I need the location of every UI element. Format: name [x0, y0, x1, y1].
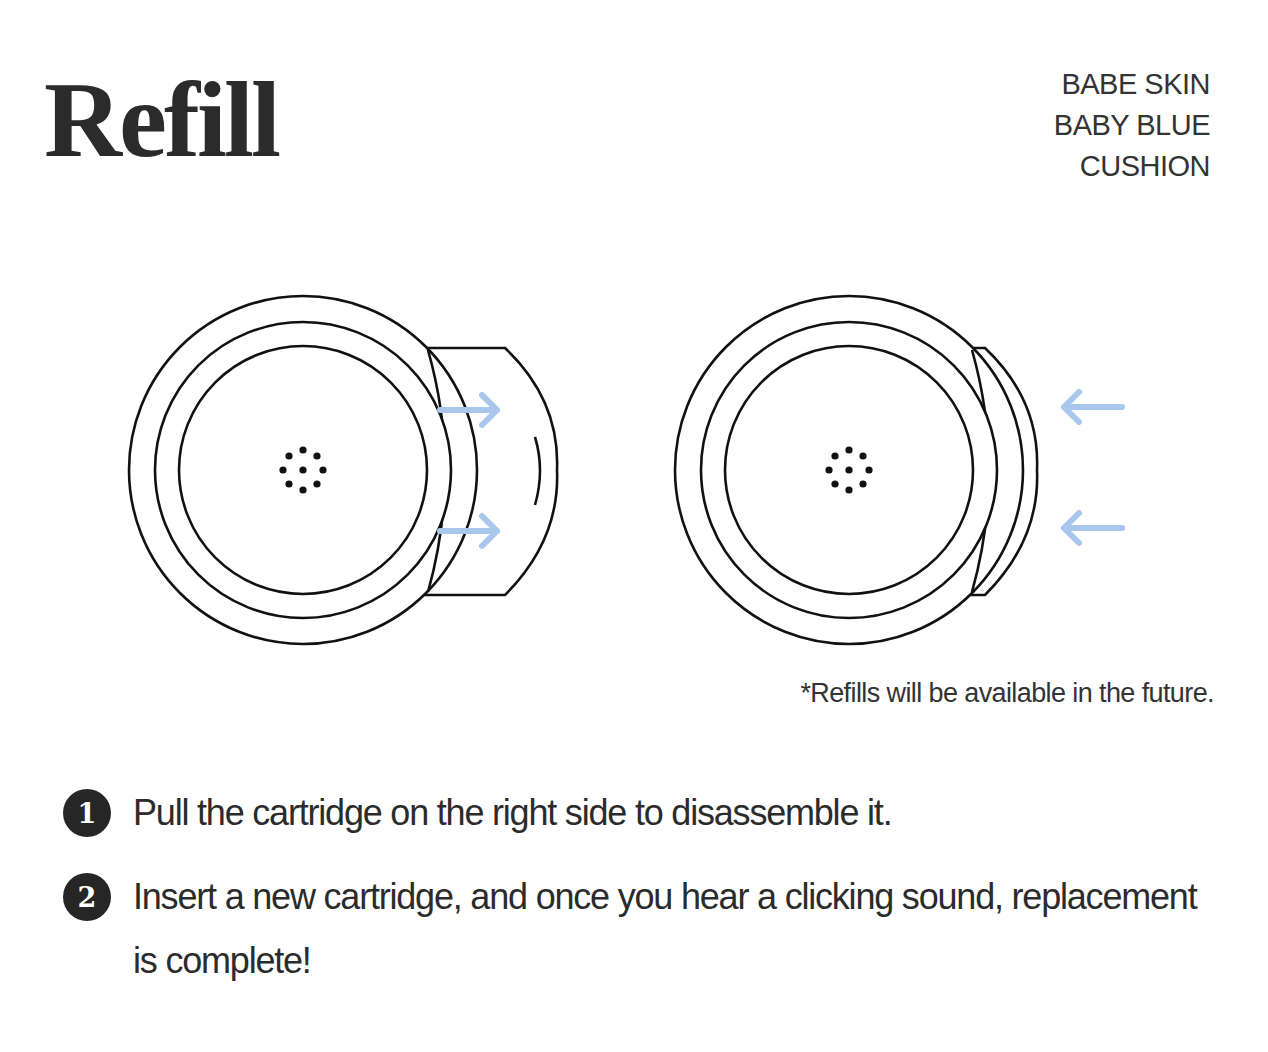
push-arrows [1064, 392, 1122, 543]
callout-digit: 2 [78, 884, 97, 911]
compact-pulled [129, 296, 557, 644]
step-text: Pull the cartridge on the right side to … [133, 781, 1223, 845]
product-name: BABE SKIN BABY BLUE CUSHION [1020, 64, 1210, 187]
footnote: *Refills will be available in the future… [800, 677, 1214, 709]
pull-arrows [440, 395, 497, 546]
callout-number: 1 [63, 789, 111, 837]
step-text: Insert a new cartridge, and once you hea… [133, 865, 1223, 993]
compact-inserted [675, 296, 1037, 644]
page-title: Refill [44, 66, 278, 174]
callout-number: 2 [63, 873, 111, 921]
callout-digit: 1 [78, 800, 97, 827]
